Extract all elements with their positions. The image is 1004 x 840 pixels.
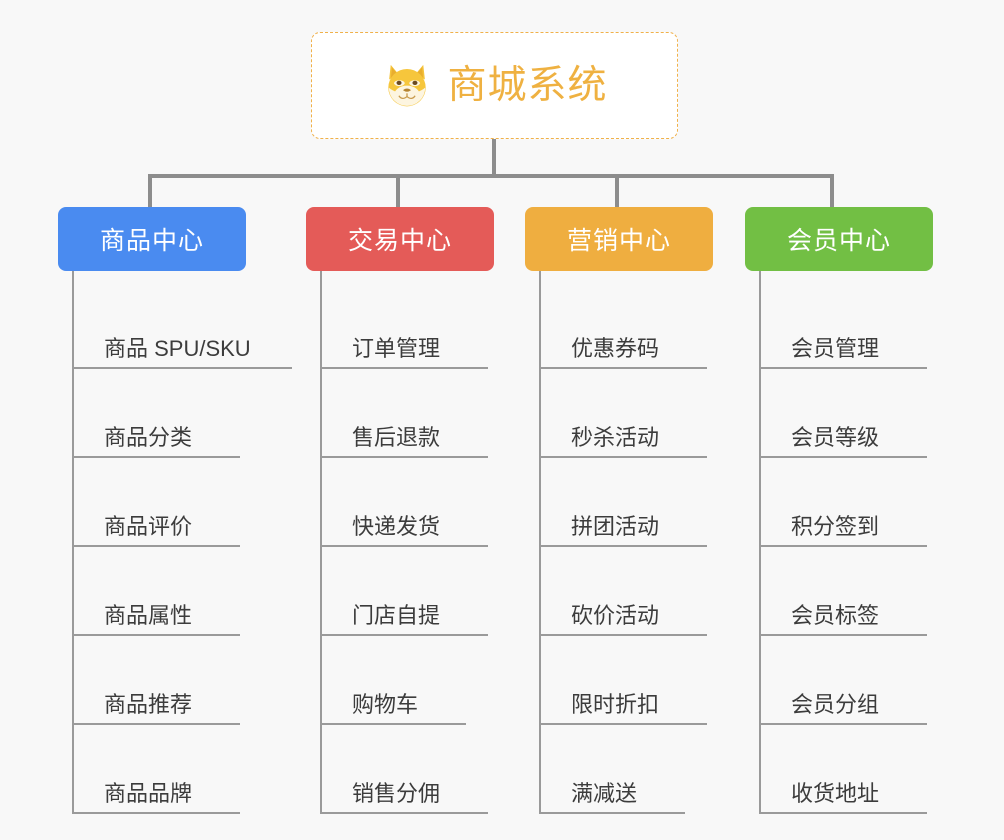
branch-product: 商品 SPU/SKU 商品分类 商品评价 商品属性 商品推荐 商品品牌 [72,271,292,814]
leaf-underline [74,812,240,814]
leaf-underline [761,812,927,814]
leaf-underline [322,456,488,458]
category-column-product: 商品中心 商品 SPU/SKU 商品分类 商品评价 商品属性 商品推荐 [58,207,292,814]
list-item[interactable]: 快递发货 [322,458,494,547]
category-header-product[interactable]: 商品中心 [58,207,246,271]
list-item[interactable]: 订单管理 [322,280,494,369]
list-item[interactable]: 购物车 [322,636,494,725]
leaf-underline [761,367,927,369]
list-item[interactable]: 商品推荐 [74,636,251,725]
category-header-trade[interactable]: 交易中心 [306,207,494,271]
leaf-underline [322,812,488,814]
leaf-underline [541,723,707,725]
leaf-underline [74,634,240,636]
leaf-underline [322,367,488,369]
category-column-marketing: 营销中心 优惠券码 秒杀活动 拼团活动 砍价活动 限时折扣 [525,207,713,814]
leaf-underline [74,723,240,725]
leaf-underline [761,545,927,547]
connector-drop-3 [615,174,619,207]
leaf-underline [74,545,240,547]
list-item[interactable]: 优惠券码 [541,280,713,369]
list-item[interactable]: 积分签到 [761,458,933,547]
leaf-underline [541,545,707,547]
category-column-trade: 交易中心 订单管理 售后退款 快递发货 门店自提 购物车 [306,207,494,814]
leaf-underline [761,456,927,458]
leaf-underline [541,367,707,369]
list-item[interactable]: 会员等级 [761,369,933,458]
category-header-label: 商品中心 [99,227,204,255]
category-header-marketing[interactable]: 营销中心 [525,207,713,271]
category-header-label: 会员中心 [786,227,891,255]
leaf-underline [761,634,927,636]
list-item[interactable]: 砍价活动 [541,547,713,636]
leaf-underline [541,812,685,814]
list-item[interactable]: 会员分组 [761,636,933,725]
connector-drop-4 [830,174,834,207]
leaf-underline [322,723,466,725]
leaf-underline [541,456,707,458]
list-item[interactable]: 会员管理 [761,280,933,369]
list-item[interactable]: 商品评价 [74,458,251,547]
connector-drop-1 [148,174,152,207]
list-item[interactable]: 拼团活动 [541,458,713,547]
leaf-underline [761,723,927,725]
branch-marketing: 优惠券码 秒杀活动 拼团活动 砍价活动 限时折扣 满减送 [539,271,713,814]
list-item[interactable]: 收货地址 [761,725,933,814]
list-item[interactable]: 商品分类 [74,369,251,458]
category-column-member: 会员中心 会员管理 会员等级 积分签到 会员标签 会员分组 [745,207,933,814]
category-header-member[interactable]: 会员中心 [745,207,933,271]
list-item[interactable]: 满减送 [541,725,713,814]
leaf-underline [541,634,707,636]
list-item[interactable]: 秒杀活动 [541,369,713,458]
list-item[interactable]: 限时折扣 [541,636,713,725]
leaf-underline [74,367,292,369]
list-item[interactable]: 会员标签 [761,547,933,636]
branch-member: 会员管理 会员等级 积分签到 会员标签 会员分组 收货地址 [759,271,933,814]
leaf-underline [74,456,240,458]
category-header-label: 营销中心 [566,227,671,255]
list-item[interactable]: 商品品牌 [74,725,251,814]
connector-drop-2 [396,174,400,207]
connector-horizontal-bus [148,174,834,178]
list-item[interactable]: 商品属性 [74,547,251,636]
connector-root-stem [492,139,496,176]
leaf-underline [322,634,488,636]
leaf-underline [322,545,488,547]
category-header-label: 交易中心 [347,227,452,255]
list-item[interactable]: 门店自提 [322,547,494,636]
list-item[interactable]: 售后退款 [322,369,494,458]
list-item[interactable]: 商品 SPU/SKU [74,280,292,369]
root-node-shopping-mall-system[interactable]: 商城系统 [311,32,678,139]
shiba-dog-face-icon [388,64,427,106]
branch-trade: 订单管理 售后退款 快递发货 门店自提 购物车 销售分佣 [320,271,494,814]
list-item[interactable]: 销售分佣 [322,725,494,814]
root-node-label: 商城系统 [447,64,608,107]
